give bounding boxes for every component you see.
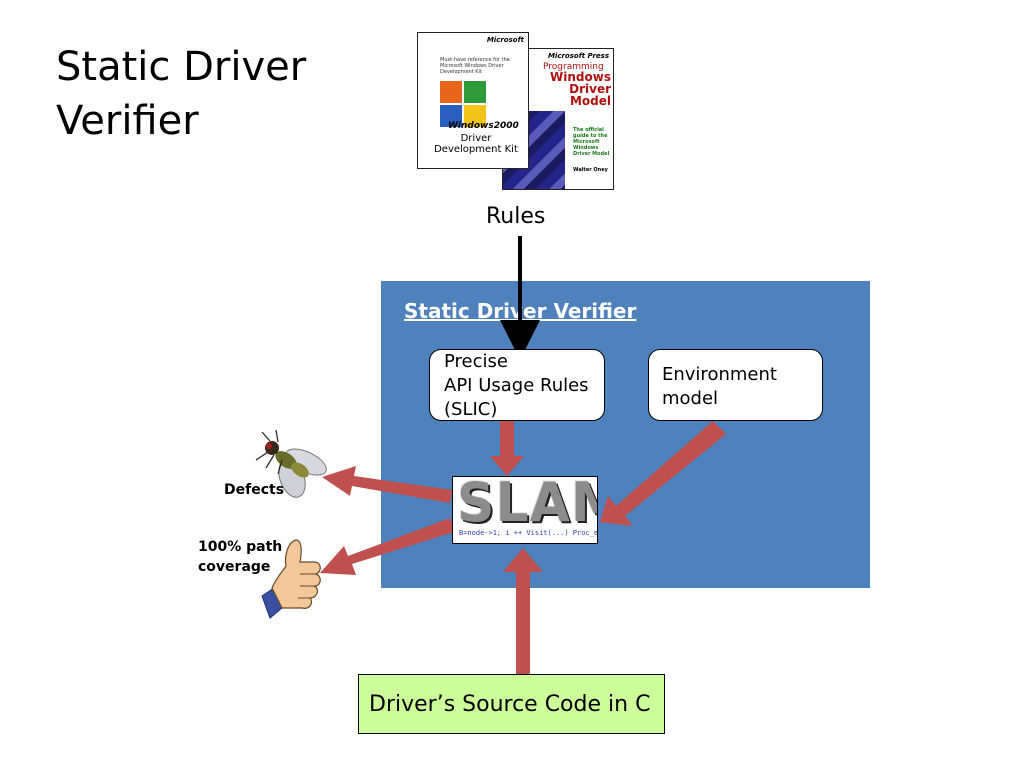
book-publisher: Microsoft Press xyxy=(547,52,609,60)
book-name-line1: Windows2000 xyxy=(448,121,519,131)
book-ddk: Microsoft Must-have reference for the Mi… xyxy=(417,32,529,169)
slam-logo-word: SLAM xyxy=(457,476,597,535)
slide-title: Static Driver Verifier xyxy=(56,40,376,148)
slide-title-line2: Verifier xyxy=(56,98,199,144)
thumbs-up-icon xyxy=(261,539,321,619)
slic-box-line3: (SLIC) xyxy=(444,399,498,420)
slam-logo: SLAM B=node->1; i ++ Visit(...) Proc_end… xyxy=(452,476,598,544)
env-box-line2: model xyxy=(662,388,719,409)
coverage-label-line1: 100% path xyxy=(198,539,283,555)
slic-to-slam-arrow xyxy=(490,419,524,476)
windows-logo-icon xyxy=(440,81,490,127)
coverage-label: 100% path coverage xyxy=(198,537,282,577)
book-tagline: Must-have reference for the Microsoft Wi… xyxy=(440,57,510,75)
coverage-label-line2: coverage xyxy=(198,559,271,575)
slic-rules-box: Precise API Usage Rules (SLIC) xyxy=(429,349,605,421)
slam-to-coverage-arrow xyxy=(320,518,454,575)
book-name-line2: Driver Development Kit xyxy=(434,133,518,155)
slam-logo-code: B=node->1; i ++ Visit(...) Proc_end() no… xyxy=(459,529,598,537)
env-to-slam-arrow xyxy=(600,421,726,526)
fly-icon xyxy=(255,429,327,498)
environment-model-box: Environment model xyxy=(648,349,823,421)
driver-source-box: Driver’s Source Code in C xyxy=(358,674,665,734)
slide-title-line1: Static Driver xyxy=(56,44,307,90)
defects-label: Defects xyxy=(224,482,285,498)
slam-to-defects-arrow xyxy=(322,466,452,503)
slic-box-line1: Precise xyxy=(444,351,508,372)
book-author: Walter Oney xyxy=(573,167,608,173)
book-blurb: The official guide to the Microsoft Wind… xyxy=(573,127,610,157)
source-to-slam-arrow xyxy=(503,548,543,674)
env-box-line1: Environment xyxy=(662,364,777,385)
book-title-line1: Programming xyxy=(543,62,604,72)
slic-box-line2: API Usage Rules xyxy=(444,375,589,396)
book-publisher: Microsoft xyxy=(486,36,524,44)
book-title-line2: Windows Driver Model xyxy=(550,70,611,108)
rules-label: Rules xyxy=(486,204,546,229)
